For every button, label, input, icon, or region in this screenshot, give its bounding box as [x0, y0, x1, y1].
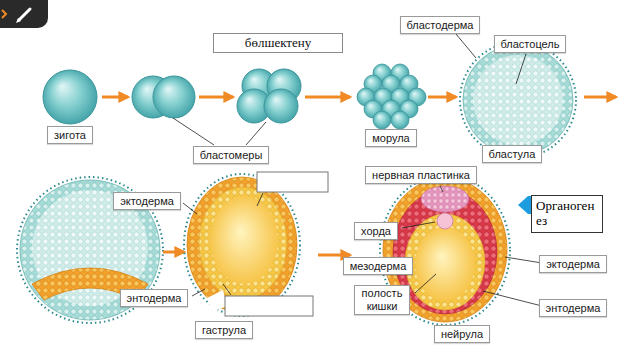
label-text: бластомеры [200, 148, 263, 162]
leader-line [246, 122, 266, 145]
label-text: бластодерма [407, 18, 474, 32]
stage-label: зигота [47, 126, 93, 144]
morula-cell [391, 111, 409, 129]
label-text: бластоцель [501, 37, 560, 51]
label-text: гаструла [202, 323, 246, 337]
blastula-outline [460, 42, 576, 158]
pencil-tip [16, 18, 21, 23]
leader-line [483, 291, 542, 306]
label-text: хорда [361, 224, 391, 238]
blank-label-box [225, 296, 313, 316]
label-text: морула [372, 131, 409, 145]
part-label: мезодерма [343, 257, 414, 275]
part-label: энтодерма [120, 289, 189, 307]
part-label: бластоцель [494, 35, 567, 53]
blastopore [207, 290, 227, 312]
gastrula-outline [184, 174, 300, 316]
stage-arrow [584, 96, 616, 99]
neural-plate [421, 186, 469, 212]
label-text: нейрула [441, 327, 483, 341]
part-label: энтодерма [539, 299, 608, 317]
part-label: хорда [354, 222, 398, 240]
part-label: эктодерма [539, 255, 607, 273]
leader-line [415, 274, 436, 293]
label-text: зигота [54, 128, 86, 142]
zygote-cell [43, 70, 97, 124]
archenteron-cavity [210, 196, 278, 284]
leader-line [505, 257, 542, 263]
blastocoel-cavity [473, 55, 563, 145]
leader-line [402, 222, 435, 228]
blastoderm-layer [463, 45, 573, 155]
part-label: нервная пластинка [365, 166, 477, 184]
leader-line [173, 118, 214, 145]
stage-arrow [163, 251, 184, 254]
label-text: нервная пластинка [372, 168, 470, 182]
label-text: бөлшектену [222, 35, 334, 52]
leader-line [516, 54, 526, 84]
stage-arrow [428, 96, 456, 99]
stage-arrow [199, 96, 233, 99]
stage-arrow [102, 96, 128, 99]
label-text: эктодерма [546, 257, 600, 271]
gut-cavity [415, 227, 475, 301]
leader-line [192, 289, 205, 296]
stage-label: бластула [482, 145, 543, 163]
stage-label: морула [365, 129, 416, 147]
stage-arrow [305, 96, 350, 99]
morula-cluster [357, 64, 426, 129]
blastomere-cell [264, 89, 298, 123]
leader-line [257, 193, 263, 206]
part-label: бластомеры [193, 146, 270, 164]
stage-label: нейрула [434, 325, 490, 343]
part-label: эктодерма [113, 192, 181, 210]
label-text: эктодерма [120, 194, 174, 208]
morula-cell [373, 111, 391, 129]
pencil-icon [19, 9, 30, 20]
leader-line [456, 34, 476, 58]
leader-line [440, 186, 443, 192]
stage-label: гаструла [195, 321, 253, 339]
label-text: энтодерма [546, 301, 601, 315]
leader-line [223, 284, 231, 295]
blank-label-box [257, 172, 328, 192]
label-text: бластула [489, 147, 536, 161]
label-text: полость кишки [360, 287, 404, 313]
endoderm-layer [199, 187, 287, 299]
part-label: бластодерма [400, 16, 481, 34]
stage-heading-box: бөлшектену [213, 33, 343, 54]
label-text: мезодерма [350, 259, 407, 273]
notochord [437, 213, 453, 229]
stage-heading-box: Органоген ез [531, 195, 603, 233]
endoderm-layer [405, 214, 485, 310]
orange-mark [2, 10, 6, 18]
label-text: Органоген ез [536, 199, 598, 229]
leader-line [183, 203, 197, 214]
blastomere-cell [153, 76, 195, 118]
toolbar-badge [0, 0, 48, 28]
label-text: энтодерма [127, 291, 182, 305]
part-label: полость кишки [354, 285, 410, 315]
ectoderm-layer [187, 177, 297, 313]
